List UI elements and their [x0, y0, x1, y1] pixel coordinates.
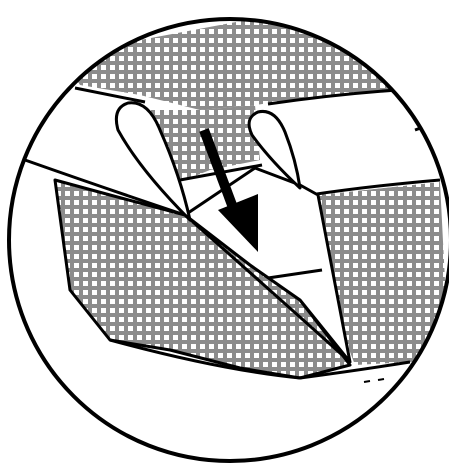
magnified-detail-illustration	[0, 0, 449, 473]
